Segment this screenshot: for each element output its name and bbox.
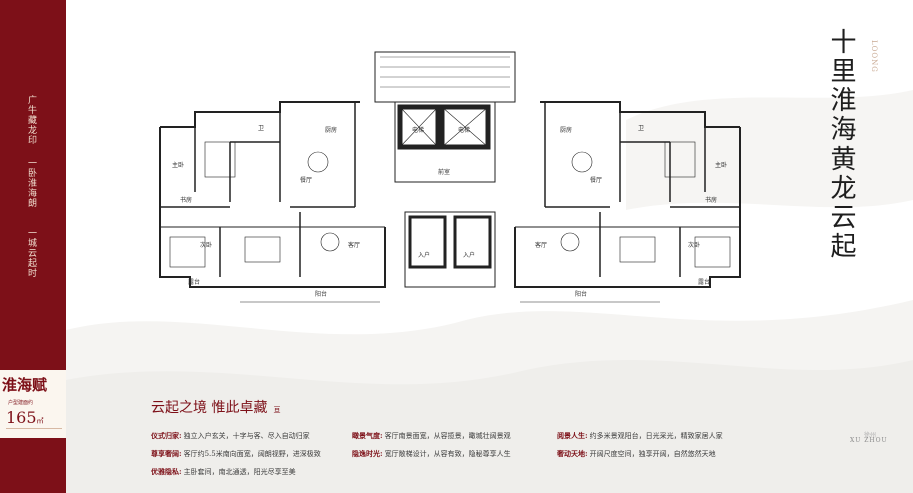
plan-label-left-kitchen: 厨房 — [325, 126, 337, 134]
plan-label-right-bath: 卫 — [638, 125, 644, 132]
feature-7: 奢动天地:开阔尺度空间，独享开阔，自然悠然天地 — [557, 449, 716, 459]
plan-label-right-master: 主卧 — [715, 161, 727, 169]
plan-label-left-living: 客厅 — [348, 241, 360, 249]
sidebar-line-3: 一城云起时 — [26, 228, 36, 278]
headline-mark: 亘 — [273, 406, 281, 414]
feature-2: 尊享奢阔:客厅约5.5米南向面宽，阔朗视野，进深极致 — [151, 449, 321, 459]
unit-name: 淮海赋 — [2, 376, 48, 394]
badge-divider — [6, 428, 62, 429]
floor-plan: 主卧 书房 卫 次卧 客厅 餐厅 厨房 阳台 露台 主卧 书房 卫 次卧 客厅 … — [159, 51, 741, 303]
plan-label-right-bedroom: 次卧 — [688, 241, 700, 249]
unit-area-unit: ㎡ — [36, 417, 44, 425]
plan-label-left-master: 主卧 — [172, 161, 184, 169]
plan-label-right-study: 书房 — [705, 196, 717, 204]
feature-3: 优雅隐私:主卧套间，南北通透，阳光尽享至美 — [151, 467, 296, 477]
plan-label-right-living: 客厅 — [535, 241, 547, 249]
plan-label-right-balcony: 阳台 — [575, 290, 587, 298]
plan-label-right-kitchen: 厨房 — [560, 126, 572, 134]
feature-4: 瞰景气度:客厅南景面宽，从容揽景，瞰城壮阔景观 — [352, 431, 511, 441]
plan-label-right-dining: 餐厅 — [590, 176, 602, 184]
plan-label-elevator-1: 电梯 — [412, 126, 424, 134]
feature-2-label: 尊享奢阔: — [151, 449, 182, 458]
logo-vertical: LOONG — [870, 40, 878, 73]
plan-label-right-terrace: 露台 — [698, 278, 710, 286]
feature-5: 隐逸时光:宽厅敞梯设计，从容有致，隐秘尊享人生 — [352, 449, 511, 459]
feature-7-label: 奢动天地: — [557, 449, 588, 458]
brand-zh: 徐州 — [864, 432, 877, 439]
feature-6: 阅景人生:约多米景观阳台，日光采光，精致家居人家 — [557, 431, 723, 441]
feature-6-text: 约多米景观阳台，日光采光，精致家居人家 — [589, 432, 723, 440]
feature-4-label: 瞰景气度: — [352, 431, 383, 440]
plan-label-left-bath: 卫 — [258, 125, 264, 132]
plan-label-elevator-2: 电梯 — [458, 126, 470, 134]
plan-label-left-study: 书房 — [180, 196, 192, 204]
title-line-2: 黄龙云起 — [826, 145, 856, 261]
unit-subtitle: 户型建面约 — [8, 400, 34, 406]
feature-3-text: 主卧套间，南北通透，阳光尽享至美 — [183, 468, 296, 476]
cloud-background — [66, 90, 913, 493]
title-line-1: 十里淮海 — [826, 28, 856, 144]
sidebar-line-1: 广牛藏龙印 — [26, 95, 36, 145]
unit-area: 165㎡ — [6, 408, 44, 427]
feature-1-label: 仪式归家: — [151, 431, 182, 440]
brand-en: XU ZHOU — [850, 437, 888, 444]
feature-7-text: 开阔尺度空间，独享开阔，自然悠然天地 — [589, 450, 716, 458]
plan-label-left-dining: 餐厅 — [300, 176, 312, 184]
feature-4-text: 客厅南景面宽，从容揽景，瞰城壮阔景观 — [384, 432, 511, 440]
feature-2-text: 客厅约5.5米南向面宽，阔朗视野，进深极致 — [183, 450, 321, 458]
headline: 云起之境 惟此卓藏亘 — [151, 397, 280, 417]
headline-text: 云起之境 惟此卓藏 — [151, 400, 268, 416]
feature-5-text: 宽厅敞梯设计，从容有致，隐秘尊享人生 — [384, 450, 511, 458]
feature-6-label: 阅景人生: — [557, 431, 588, 440]
plan-label-left-bedroom: 次卧 — [200, 241, 212, 249]
plan-label-entry-left: 入户 — [418, 251, 430, 259]
plan-label-entry-right: 入户 — [463, 251, 475, 259]
unit-badge: 淮海赋 户型建面约 165㎡ — [0, 370, 70, 438]
unit-area-value: 165 — [6, 408, 37, 427]
feature-1-text: 独立入户玄关，十字与客、尽入自动归家 — [183, 432, 310, 440]
feature-1: 仪式归家:独立入户玄关，十字与客、尽入自动归家 — [151, 431, 310, 441]
plan-label-left-terrace: 露台 — [188, 278, 200, 286]
feature-5-label: 隐逸时光: — [352, 449, 383, 458]
sidebar-line-2: 一卧淮海朗 — [26, 158, 36, 208]
plan-label-lobby: 前室 — [438, 168, 450, 176]
plan-label-left-balcony: 阳台 — [315, 290, 327, 298]
feature-3-label: 优雅隐私: — [151, 467, 182, 476]
